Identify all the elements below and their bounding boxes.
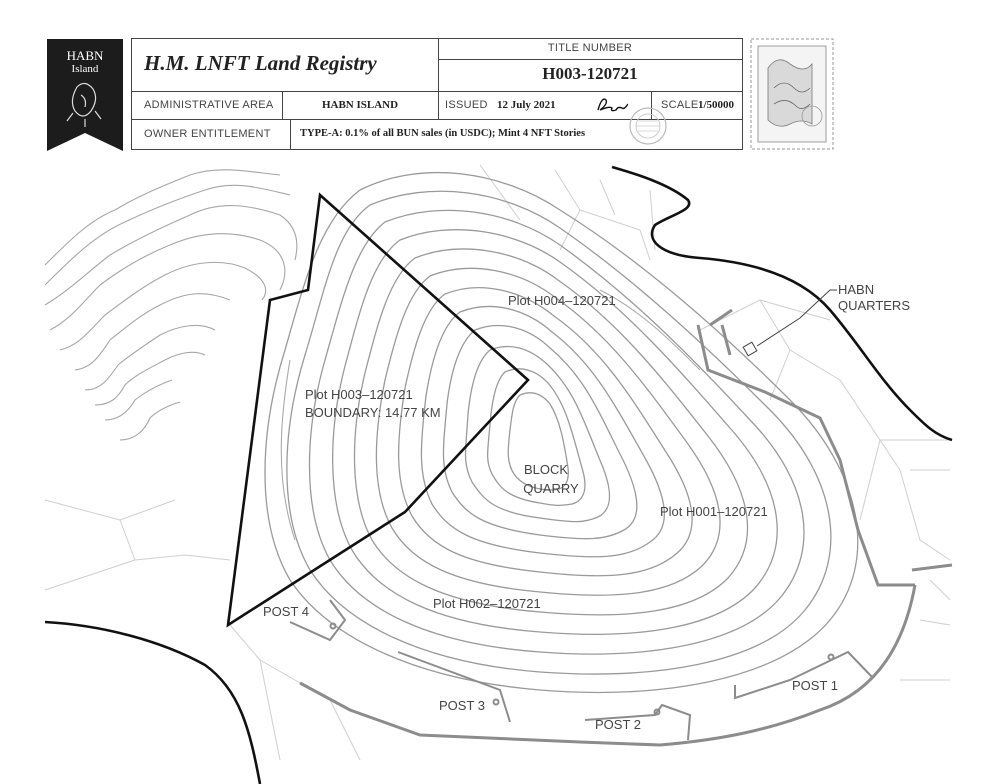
title-number: H003-120721 bbox=[542, 64, 638, 83]
scale-value: 1/50000 bbox=[698, 99, 735, 111]
habn-quarters-label-line2: QUARTERS bbox=[838, 298, 910, 313]
title-number-label: TITLE NUMBER bbox=[547, 42, 633, 54]
issued-label: ISSUED bbox=[445, 99, 488, 111]
plot-h003-label: Plot H003–120721 bbox=[305, 387, 413, 402]
plot-h003-boundary[interactable] bbox=[226, 192, 530, 628]
quarry-contours bbox=[264, 171, 859, 694]
scale-label: SCALE bbox=[661, 99, 699, 111]
admin-area-value: HABN ISLAND bbox=[321, 99, 399, 111]
post-2-label: POST 2 bbox=[595, 717, 641, 732]
plot-h003-boundary-label: BOUNDARY: 14.77 KM bbox=[305, 405, 441, 420]
parcel-grid bbox=[44, 164, 951, 761]
owner-entitlement-value: TYPE-A: 0.1% of all BUN sales (in USDC);… bbox=[300, 128, 586, 139]
coastline bbox=[44, 165, 953, 784]
banner-title: HABN bbox=[66, 48, 104, 63]
postage-stamp-icon bbox=[750, 38, 834, 150]
habn-island-banner: HABN Island bbox=[47, 39, 123, 151]
block-quarry-label-line2: QUARRY bbox=[523, 481, 579, 496]
signature-icon bbox=[597, 98, 628, 112]
banner-shape bbox=[47, 39, 123, 151]
registry-header: H.M. LNFT Land Registry TITLE NUMBER H00… bbox=[131, 38, 743, 150]
post-1-label: POST 1 bbox=[792, 678, 838, 693]
banner-subtitle: Island bbox=[71, 63, 99, 75]
plot-h002-label: Plot H002–120721 bbox=[433, 596, 541, 611]
owner-entitlement-label: OWNER ENTITLEMENT bbox=[144, 128, 271, 140]
post-structures bbox=[289, 599, 874, 741]
plot-h004-label: Plot H004–120721 bbox=[508, 293, 616, 308]
admin-area-label: ADMINISTRATIVE AREA bbox=[144, 99, 274, 111]
block-quarry-label-line1: BLOCK bbox=[524, 462, 568, 477]
post-3-label: POST 3 bbox=[439, 698, 485, 713]
post-4-label: POST 4 bbox=[263, 604, 309, 619]
registry-map: Plot H003–120721 BOUNDARY: 14.77 KM Plot… bbox=[44, 164, 953, 784]
plot-h001-label: Plot H001–120721 bbox=[660, 504, 768, 519]
registry-title: H.M. LNFT Land Registry bbox=[144, 51, 377, 75]
issued-date: 12 July 2021 bbox=[497, 99, 556, 111]
postmark-stamp-icon bbox=[629, 107, 667, 145]
habn-quarters-label-line1: HABN bbox=[838, 282, 874, 297]
western-contours bbox=[44, 169, 298, 441]
habn-quarters-marker[interactable] bbox=[742, 289, 837, 357]
roads bbox=[299, 308, 953, 747]
